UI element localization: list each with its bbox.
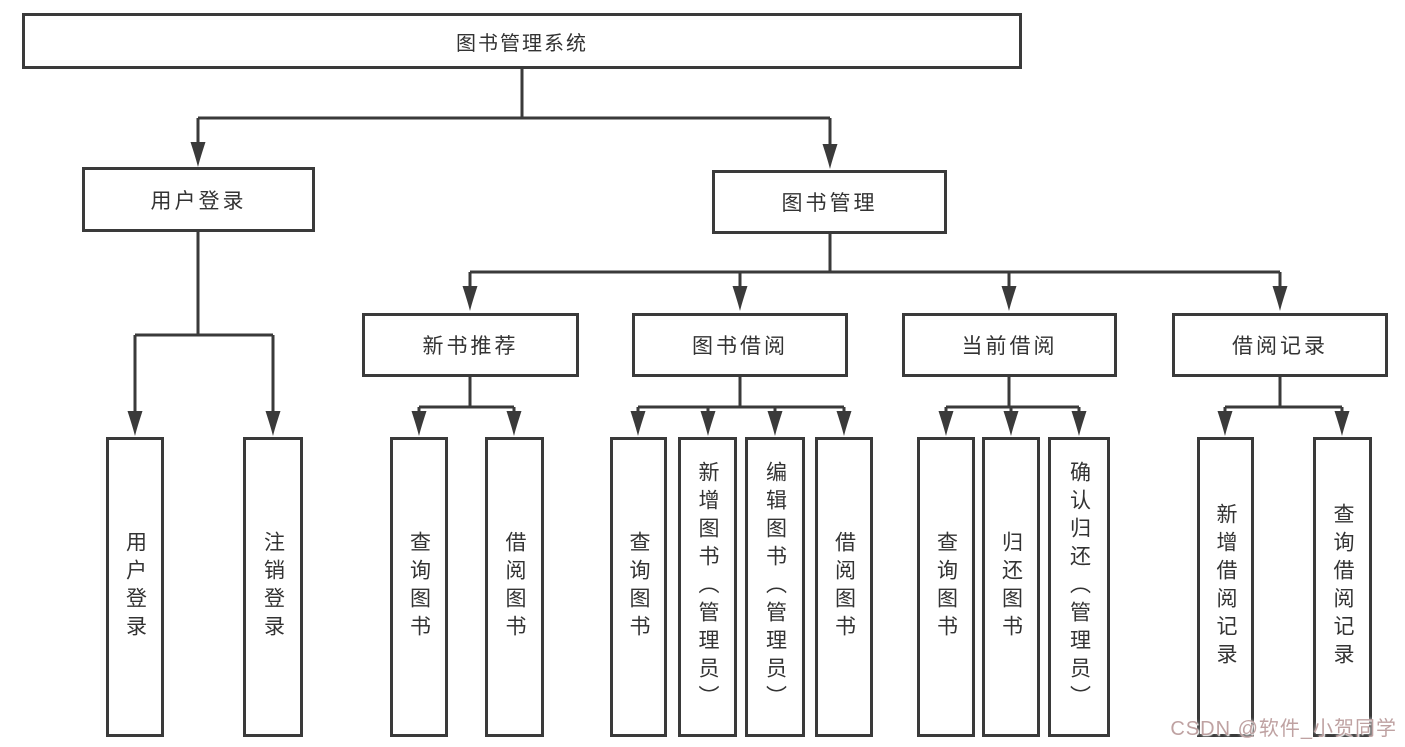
leaf-query-books-recommend: 查询图书 [390,437,448,737]
node-root-label: 图书管理系统 [456,32,588,55]
leaf-query-books-recommend-label: 查询图书 [407,531,431,643]
leaf-edit-books-admin: 编辑图书（管理员） [745,437,805,737]
leaf-query-books-borrow-label: 查询图书 [627,531,650,643]
leaf-query-books-borrow: 查询图书 [610,437,667,737]
node-book-borrow: 图书借阅 [632,313,848,377]
leaf-return-books-label: 归还图书 [999,531,1023,643]
node-current-borrow-label: 当前借阅 [961,335,1058,358]
node-root: 图书管理系统 [22,13,1022,69]
leaf-add-books-admin-label: 新增图书（管理员） [696,461,719,713]
leaf-query-borrow-record: 查询借阅记录 [1313,437,1372,737]
node-borrow-records: 借阅记录 [1172,313,1388,377]
leaf-borrow-books-recommend: 借阅图书 [485,437,544,737]
leaf-borrow-books-recommend-label: 借阅图书 [503,531,526,643]
leaf-borrow-books: 借阅图书 [815,437,873,737]
leaf-logout: 注销登录 [243,437,303,737]
node-user-login-label: 用户登录 [150,189,247,213]
leaf-confirm-return-admin: 确认归还（管理员） [1048,437,1110,737]
leaf-edit-books-admin-label: 编辑图书（管理员） [763,461,787,713]
node-book-borrow-label: 图书借阅 [692,335,788,358]
leaf-logout-label: 注销登录 [261,531,285,643]
leaf-user-login: 用户登录 [106,437,164,737]
node-book-management-label: 图书管理 [781,192,878,215]
leaf-confirm-return-admin-label: 确认归还（管理员） [1067,461,1091,713]
csdn-watermark: CSDN @软件_小贺同学 [1170,718,1397,740]
node-new-book-recommend-label: 新书推荐 [422,335,519,358]
node-new-book-recommend: 新书推荐 [362,313,579,377]
node-current-borrow: 当前借阅 [902,313,1117,377]
leaf-borrow-books-label: 借阅图书 [832,531,856,643]
leaf-return-books: 归还图书 [982,437,1040,737]
node-user-login: 用户登录 [82,167,315,232]
leaf-add-books-admin: 新增图书（管理员） [678,437,737,737]
node-book-management: 图书管理 [712,170,947,234]
leaf-query-borrow-record-label: 查询借阅记录 [1331,503,1354,671]
leaf-user-login-label: 用户登录 [123,531,147,643]
leaf-add-borrow-record: 新增借阅记录 [1197,437,1254,737]
leaf-add-borrow-record-label: 新增借阅记录 [1214,503,1237,671]
leaf-query-books-current-label: 查询图书 [934,531,958,643]
leaf-query-books-current: 查询图书 [917,437,975,737]
node-borrow-records-label: 借阅记录 [1232,335,1328,358]
